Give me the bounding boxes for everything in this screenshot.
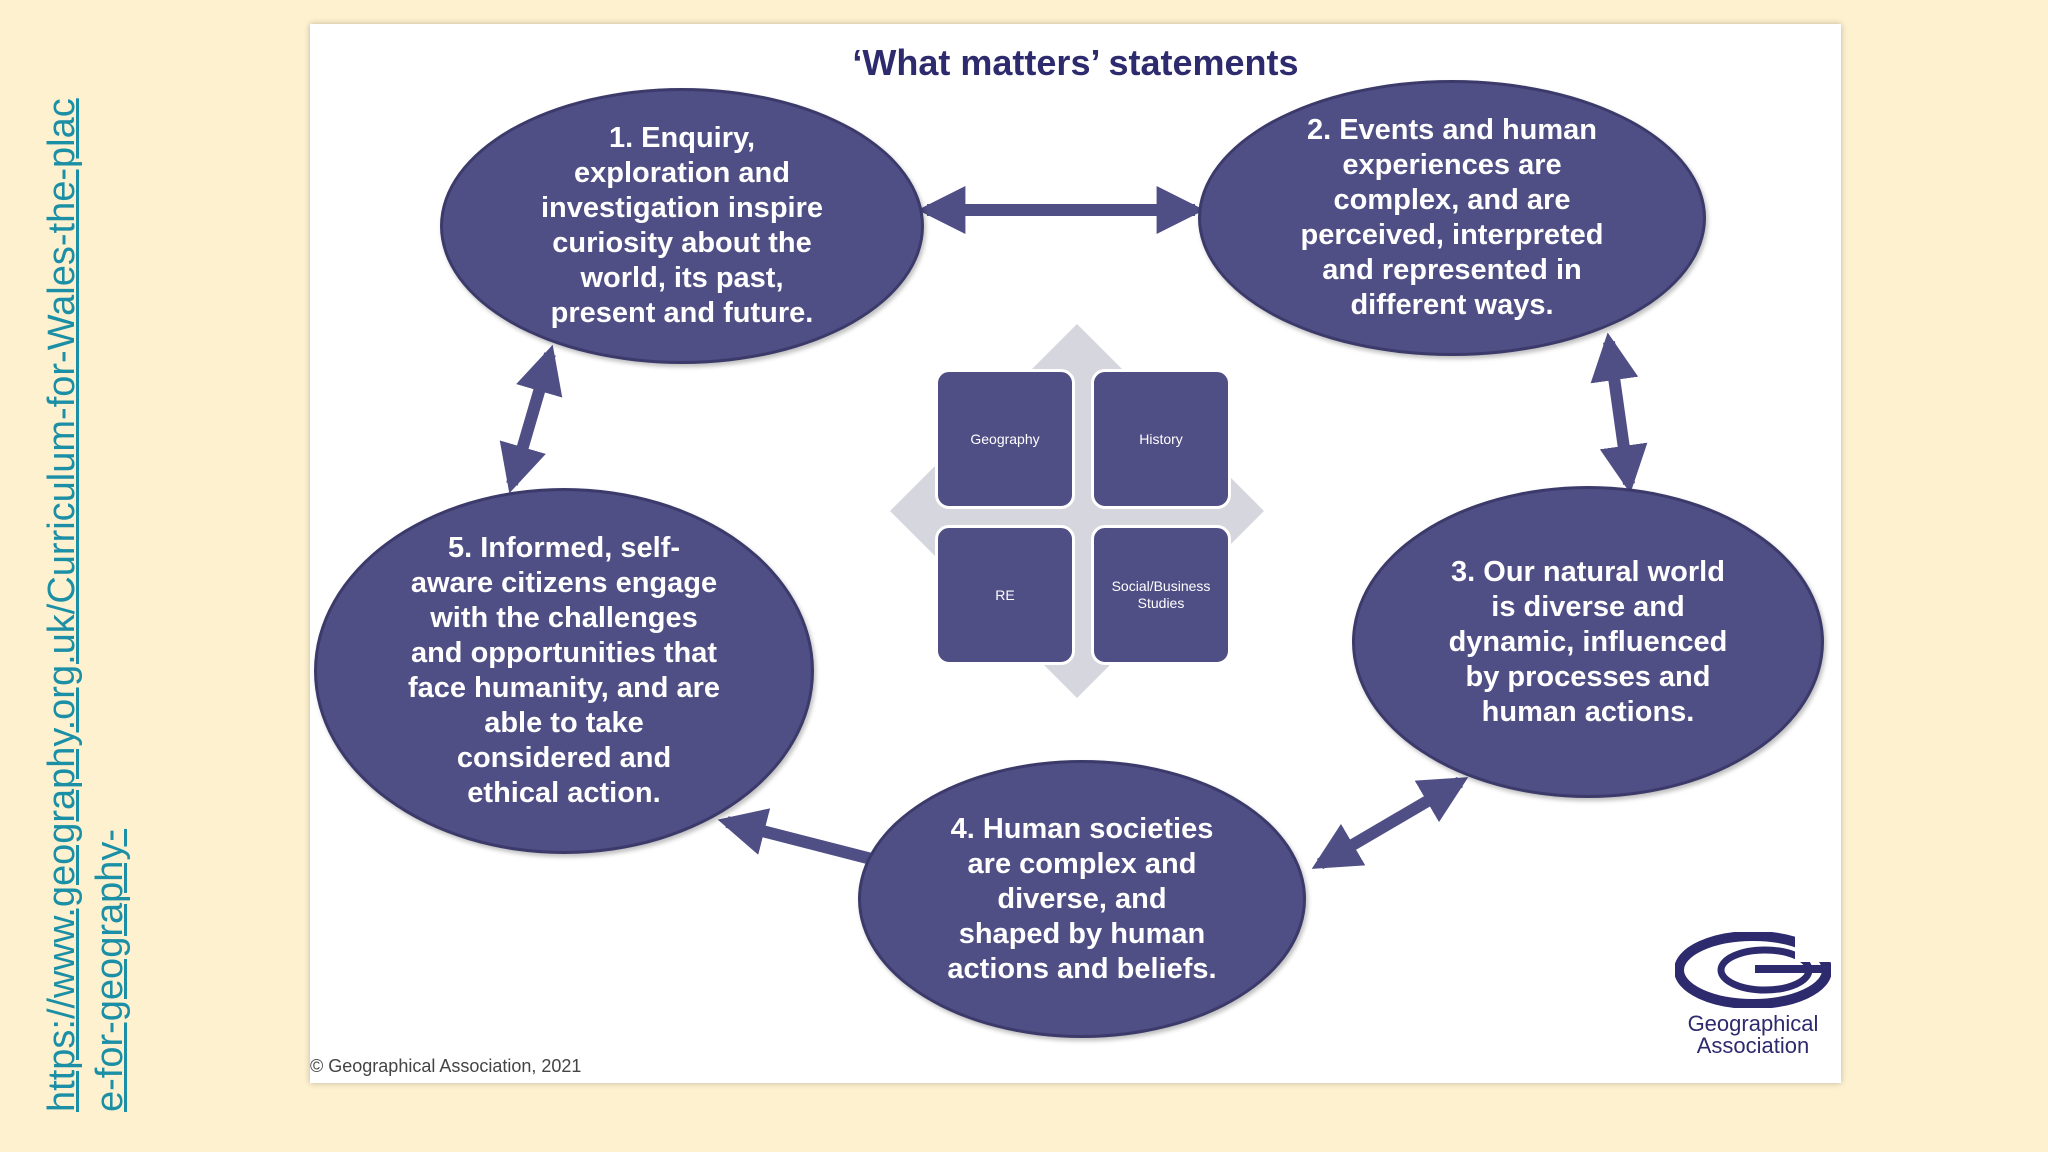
- statement-line: 5. Informed, self-: [447, 532, 681, 564]
- subjects-matrix: Geography History RE Social/Business Stu…: [890, 324, 1264, 698]
- statement-ellipse-2: 2. Events and human experiences are comp…: [1198, 80, 1706, 356]
- ga-logo-icon: [1674, 931, 1835, 1009]
- statement-line: 1. Enquiry,: [608, 122, 756, 154]
- arrow-2-3: [1590, 332, 1648, 494]
- arrow-5-1: [499, 344, 563, 494]
- statement-line: experiences are: [1342, 149, 1562, 181]
- subject-label: RE: [995, 586, 1015, 603]
- statement-ellipse-4: 4. Human societies are complex and diver…: [858, 760, 1306, 1038]
- statement-line: ethical action.: [467, 777, 661, 809]
- arrow-3-4: [1311, 776, 1469, 870]
- statement-line: world, its past,: [580, 262, 784, 294]
- statement-line: is diverse and: [1491, 590, 1685, 623]
- statement-line: complex, and are: [1333, 184, 1571, 216]
- statement-line: considered and: [456, 742, 672, 774]
- subject-tile-social-business: Social/Business Studies: [1091, 525, 1231, 665]
- statement-line: exploration and: [574, 157, 790, 189]
- subject-label: History: [1139, 430, 1183, 447]
- slide: ‘What matters’ statements 1. Enquiry, ex…: [310, 24, 1841, 1083]
- statement-line: present and future.: [550, 297, 814, 329]
- statement-line: actions and beliefs.: [947, 952, 1217, 985]
- curriculum-link[interactable]: https://www.geography.org.uk/Curriculum-…: [41, 98, 131, 1112]
- statement-line: are complex and: [967, 847, 1197, 880]
- copyright-notice: © Geographical Association, 2021: [310, 1056, 582, 1076]
- statement-line: different ways.: [1350, 289, 1554, 321]
- statement-line: and opportunities that: [410, 637, 718, 669]
- statement-line: 3. Our natural world: [1451, 555, 1725, 588]
- subject-tile-history: History: [1091, 369, 1231, 509]
- statement-ellipse-5: 5. Informed, self- aware citizens engage…: [314, 488, 814, 854]
- subject-label: Social/Business Studies: [1111, 578, 1211, 611]
- statement-line: 2. Events and human: [1306, 114, 1598, 146]
- statement-line: human actions.: [1481, 695, 1695, 728]
- statement-line: perceived, interpreted: [1300, 219, 1604, 251]
- logo-text-line2: Association: [1696, 1033, 1810, 1058]
- statement-line: by processes and: [1465, 660, 1711, 693]
- statement-line: investigation inspire: [541, 192, 823, 224]
- statement-line: aware citizens engage: [410, 567, 718, 599]
- statement-line: and represented in: [1322, 254, 1582, 286]
- subject-tile-re: RE: [935, 525, 1075, 665]
- statement-ellipse-1: 1. Enquiry, exploration and investigatio…: [440, 88, 924, 364]
- statement-line: with the challenges: [430, 602, 698, 634]
- statement-line: diverse, and: [997, 882, 1167, 915]
- geographical-association-logo: Geographical Association: [1673, 931, 1835, 1058]
- subject-label: Geography: [970, 430, 1040, 447]
- statement-ellipse-3: 3. Our natural world is diverse and dyna…: [1352, 486, 1824, 798]
- subject-tile-geography: Geography: [935, 369, 1075, 509]
- statement-line: shaped by human: [958, 917, 1206, 950]
- slide-title: ‘What matters’ statements: [852, 42, 1299, 83]
- statement-line: face humanity, and are: [407, 672, 721, 704]
- statement-line: 4. Human societies: [950, 812, 1214, 845]
- statement-line: able to take: [484, 707, 644, 739]
- logo-text-line1: Geographical: [1687, 1011, 1819, 1036]
- statement-line: dynamic, influenced: [1448, 625, 1728, 658]
- statement-line: curiosity about the: [552, 227, 812, 259]
